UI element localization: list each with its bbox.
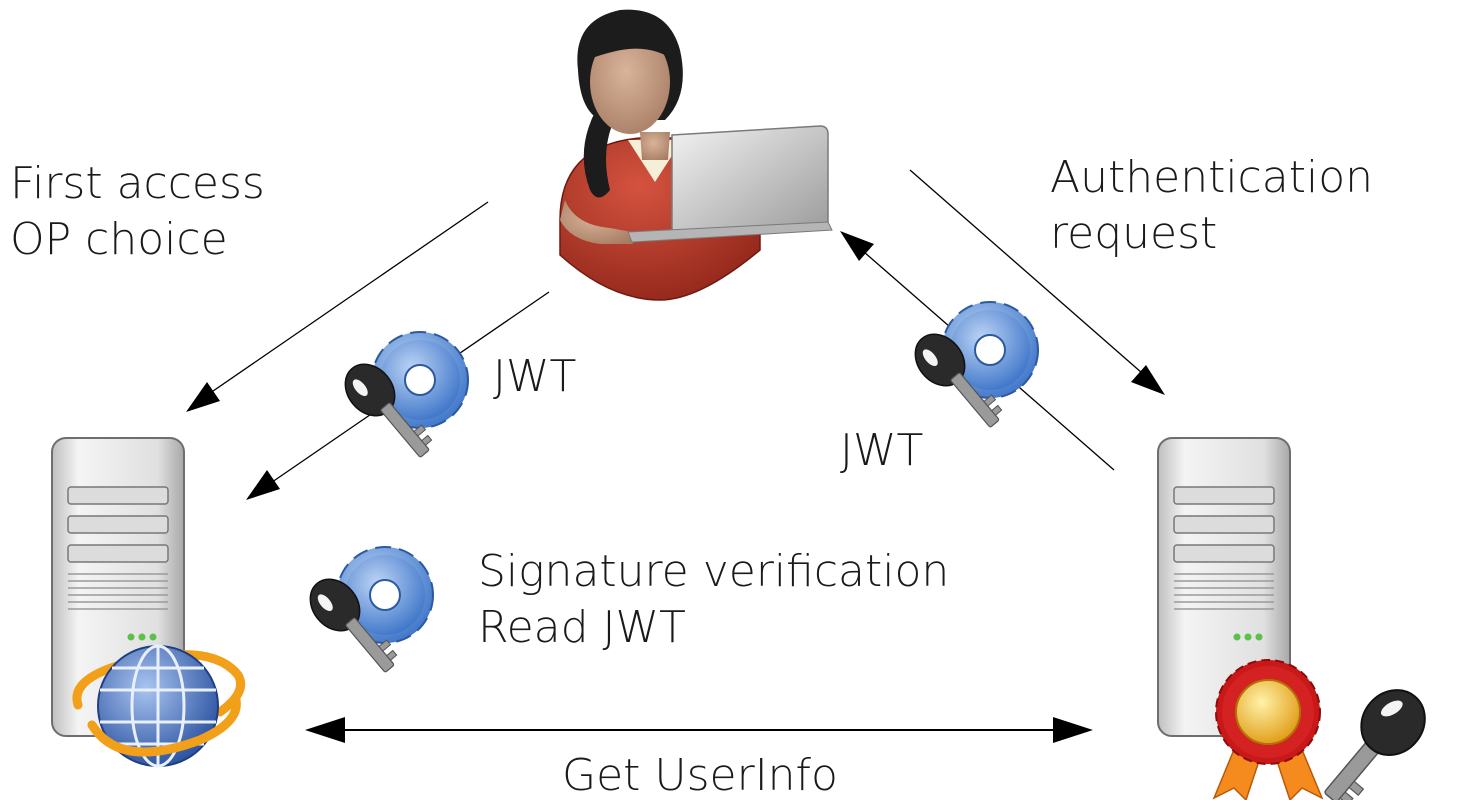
gear-key-icon-signature xyxy=(309,546,434,673)
read-jwt-text: Read JWT xyxy=(478,602,686,653)
signature-verification-label: Signature verification Read JWT xyxy=(478,544,949,656)
arrow-first-access xyxy=(186,201,489,412)
authentication-request-label: Authentication request xyxy=(1050,150,1373,262)
globe-icon xyxy=(72,644,246,768)
gear-key-icon-right xyxy=(914,301,1039,428)
user-with-laptop-icon xyxy=(559,9,833,301)
first-access-label: First access OP choice xyxy=(10,156,265,268)
arrow-authentication-request xyxy=(909,169,1165,395)
jwt-label-left: JWT xyxy=(493,351,577,402)
key-icon xyxy=(1324,689,1426,800)
gear-key-icon xyxy=(344,331,469,458)
jwt-label-right: JWT xyxy=(840,425,924,476)
get-userinfo-label: Get UserInfo xyxy=(562,750,838,800)
award-ribbon-icon xyxy=(1212,659,1324,800)
arrow-get-userinfo xyxy=(305,717,1093,743)
request-text: request xyxy=(1050,208,1218,259)
first-access-text: First access xyxy=(10,158,265,209)
authentication-text: Authentication xyxy=(1050,152,1373,203)
op-choice-text: OP choice xyxy=(10,214,228,265)
signature-verification-text: Signature verification xyxy=(478,546,950,597)
